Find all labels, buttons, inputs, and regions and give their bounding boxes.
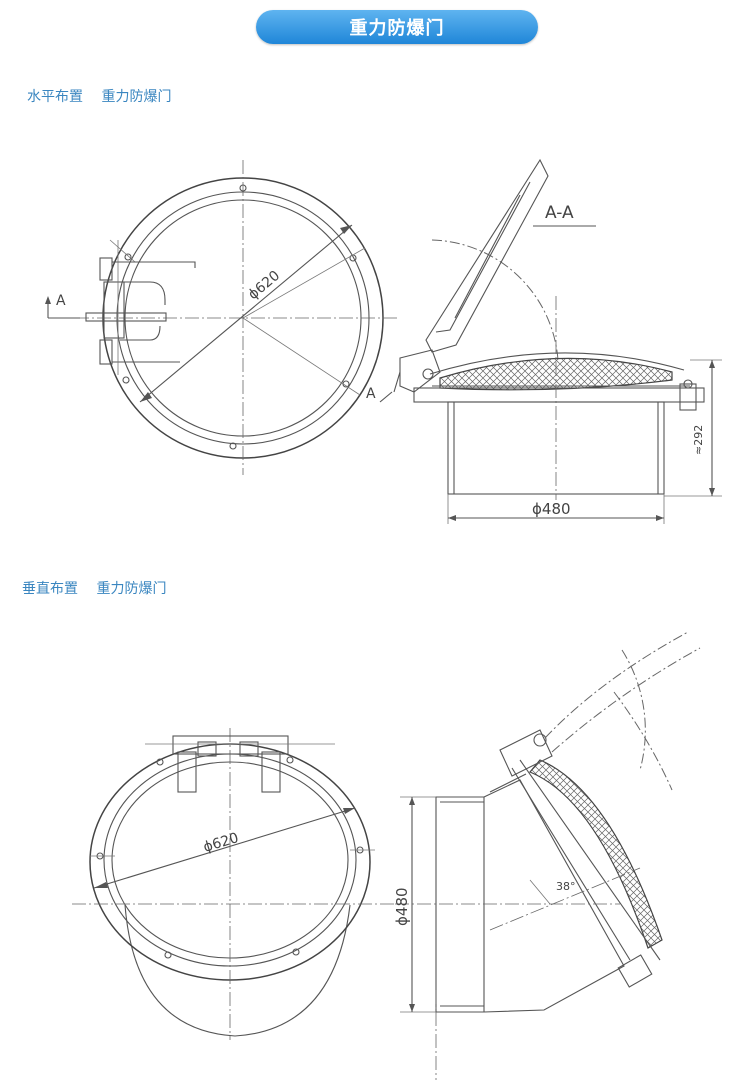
section-label-vertical: 垂直布置 重力防爆门 [22,581,167,597]
front-view-vertical: ϕ620 [72,728,400,1040]
diameter-label-620-bottom: ϕ620 [201,830,240,856]
side-view-vertical: 38° ϕ480 [393,631,701,1080]
page-title: 重力防爆门 [256,10,538,44]
height-label-292: ≈292 [692,425,705,455]
section-label-horizontal: 水平布置 重力防爆门 [27,89,172,105]
section-view-aa: A-A A ≈292 [366,158,722,524]
diameter-label-480-bottom: ϕ480 [393,887,411,926]
section-title-aa: A-A [545,203,574,223]
section-mark-right: A [366,386,376,402]
front-view-horizontal: ϕ620 A [45,160,400,475]
diameter-label-480-top: ϕ480 [532,500,571,518]
section-mark-left: A [56,293,66,309]
angle-label-38: 38° [556,880,576,893]
